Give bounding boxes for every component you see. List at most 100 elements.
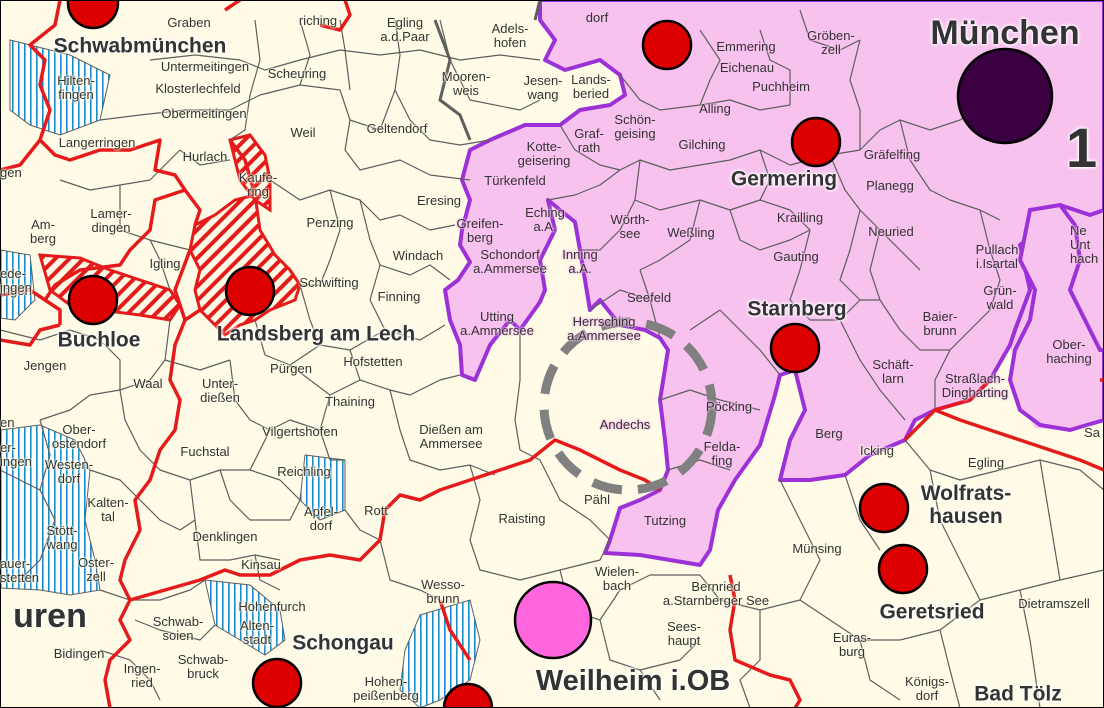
label-geretsried[interactable]: Geretsried [879,600,985,624]
municipal-borders [0,9,1104,708]
town-marker-germering[interactable] [790,116,842,168]
label-place: Scheuring [267,66,327,81]
label-place: dorf [585,10,609,25]
label-place: Neuried [868,224,914,239]
label-buchloe[interactable]: Buchloe [57,328,141,352]
label-place: riching [298,13,338,28]
label-place: Igling [149,256,181,271]
label-place: Wielen- bach [594,564,640,593]
label-place: Gilching [678,137,726,152]
label-place: Hohen- peißenberg [353,674,419,703]
town-marker-schongau[interactable] [251,657,303,708]
label-place: ingen [0,283,32,298]
center-marker-weilheim[interactable] [513,580,593,660]
label-place: Gräfelfing [863,147,921,162]
label-place: Penzing [306,215,354,230]
label-place: Eichenau [719,60,775,75]
label-schongau[interactable]: Schongau [292,631,394,655]
label-place: en [0,415,15,430]
label-place: Adels- hofen [491,21,529,50]
label-place: Reichling [277,464,331,479]
town-marker-peissenberg[interactable] [442,682,494,708]
label-place: Krailling [776,210,824,225]
label-place: Kinsau [241,557,281,572]
label-schwabmuenchen[interactable]: Schwabmünchen [53,34,227,58]
label-place: Hohenfurch [238,599,306,614]
label-place: Straßlach- Dingharting [941,371,1009,400]
label-place: Emmering [716,39,776,54]
label-place: Mooren- weis [441,69,491,98]
label-place: Klosterlechfeld [155,81,241,96]
label-place: Lamer- dingen [90,206,132,235]
label-place: Dießen am Ammersee [419,422,483,451]
label-place: Schön- geising [614,112,656,141]
town-marker-geretsried[interactable] [877,543,929,595]
label-place: Pähl [583,492,611,507]
label-place: Westen- dorf [44,457,94,486]
label-place: Windach [392,248,444,263]
label-place: Münsing [792,541,842,556]
label-place: Untermeitingen [160,59,250,74]
label-place: Bidingen [53,646,105,661]
town-marker-starnberg[interactable] [769,322,821,374]
label-place: Am- berg [29,217,57,246]
label-place: Andechs [599,417,651,432]
label-place: Gauting [773,249,819,264]
label-place: Jesen- wang [523,73,563,102]
label-bad-toelz[interactable]: Bad Tölz [974,682,1062,706]
label-muenchen[interactable]: München [930,14,1080,52]
hatched-blue-areas [0,39,481,708]
label-place: Icking [860,443,894,458]
label-place: Denklingen [192,529,258,544]
label-wolfratshausen[interactable]: Wolfrats- hausen [920,482,1012,528]
label-place: Greifen- berg [456,216,504,245]
town-marker-buchloe[interactable] [67,274,119,326]
label-place: Geltendorf [366,121,428,136]
label-place: Graben [167,15,211,30]
label-landsberg[interactable]: Landsberg am Lech [216,322,416,346]
label-place: Königs- dorf [904,674,950,703]
label-place: Waal [133,376,163,391]
town-marker-schwabmuenchen[interactable] [66,0,120,30]
label-place: Berg [815,426,843,441]
label-place: Wörth- see [610,212,650,241]
label-place: Weßling [667,225,715,240]
label-place: Ober- ostendorf [51,422,107,451]
label-place: Puchheim [752,79,810,94]
town-marker-landsberg[interactable] [224,265,276,317]
label-germering[interactable]: Germering [730,167,838,191]
label-place: Inning a.A. [562,247,598,276]
label-place: Raisting [498,511,546,526]
label-place: Weil [290,125,316,140]
town-marker-wolfratshausen[interactable] [858,482,910,534]
label-place: Alling [699,101,731,116]
metro-area [443,0,1104,567]
label-place: Fuchstal [180,444,230,459]
label-place: Grün- wald [983,283,1017,312]
label-map-number: 1 [1066,116,1098,179]
label-place: Hofstetten [343,354,403,369]
label-place: Kalten- tal [87,495,129,524]
label-place: Vilgertshofen [262,424,338,439]
town-marker-puchheim[interactable] [641,19,693,71]
label-place: Herrsching a.Ammersee [567,314,641,343]
label-place: Wesso- brunn [421,577,465,606]
label-starnberg[interactable]: Starnberg [747,297,847,321]
label-place: Kaufe- ring [238,170,278,199]
label-place: Kotte- geisering [517,139,571,168]
focus-circle [539,317,717,495]
label-place: Seefeld [626,290,672,305]
label-place: Stött- wang [46,523,78,552]
label-place: Ingen- ried [123,661,161,690]
label-place: Planegg [866,178,914,193]
city-marker-muenchen[interactable] [956,47,1054,145]
label-kaufbeuren-partial[interactable]: uren [13,597,87,635]
label-weilheim[interactable]: Weilheim i.OB [535,665,731,697]
label-place: Eresing [416,193,462,208]
label-place: Pullach i.Isartal [975,242,1019,271]
label-place: Finning [377,289,421,304]
label-place: Schwab- soien [152,614,204,643]
label-place: Hilten- fingen [57,73,95,102]
